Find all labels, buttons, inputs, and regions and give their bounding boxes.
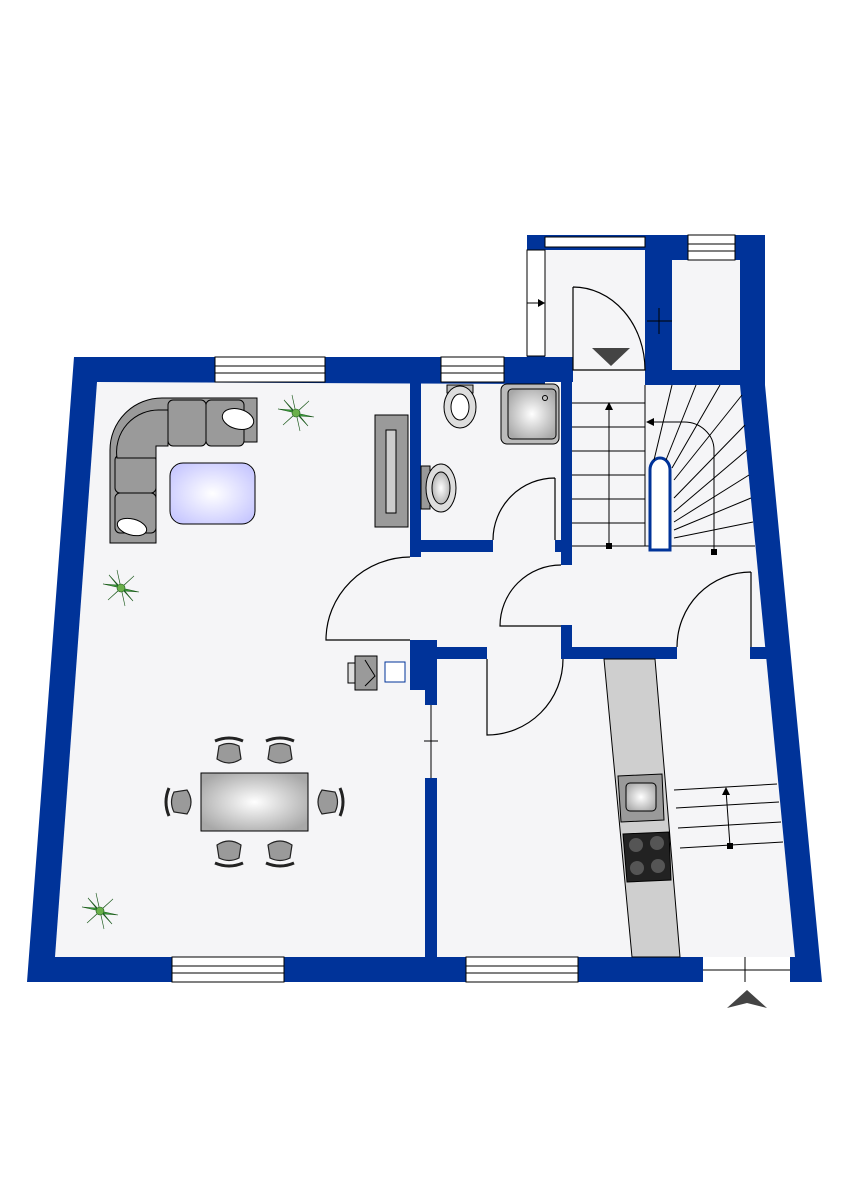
dining-table-icon	[200, 772, 309, 832]
sofa-icon	[109, 397, 258, 544]
entrance-arrow-icon	[727, 990, 767, 1008]
door-icon[interactable]	[325, 286, 752, 736]
tv-cabinet	[374, 414, 409, 528]
side-table	[347, 655, 378, 691]
shower-icon	[500, 383, 560, 445]
toilet-icon	[443, 384, 477, 429]
entry-arrow-icon	[592, 348, 630, 366]
stove-icon	[622, 831, 672, 883]
shaft	[384, 661, 406, 683]
sink-icon	[420, 463, 457, 513]
sink-icon	[617, 773, 665, 823]
small-room-floor	[672, 260, 740, 370]
coffee-table-icon	[169, 462, 256, 525]
staircase-icon	[572, 384, 784, 849]
interior-walls	[410, 235, 768, 957]
